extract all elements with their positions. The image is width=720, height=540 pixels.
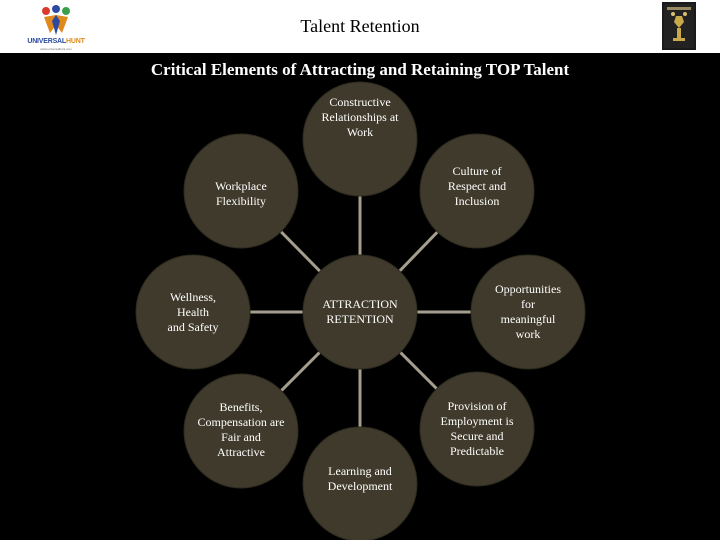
node-label-provision-line: Provision of bbox=[447, 399, 507, 413]
node-label-opportunities-line: work bbox=[515, 327, 541, 341]
diagram-subtitle: Critical Elements of Attracting and Reta… bbox=[150, 60, 570, 79]
node-label-benefits-line: Attractive bbox=[217, 445, 265, 459]
node-label-learning-line: Learning and bbox=[328, 464, 392, 478]
node-circle-benefits bbox=[183, 373, 299, 489]
node-label-opportunities-line: meaningful bbox=[500, 312, 556, 326]
node-label-culture-line: Respect and bbox=[447, 178, 507, 193]
node-label-learning-line: Development bbox=[327, 479, 393, 493]
node-circle-learning bbox=[302, 426, 418, 540]
node-label-provision-line: Secure and bbox=[450, 429, 504, 443]
node-label-wellness-line: Health bbox=[176, 304, 209, 319]
node-circle-wellness bbox=[135, 254, 251, 370]
node-circle-workplace bbox=[183, 133, 299, 249]
node-label-provision-line: Employment is bbox=[440, 414, 514, 428]
node-label-provision-line: Predictable bbox=[450, 444, 504, 458]
center-node-label-line: RETENTION bbox=[326, 312, 394, 326]
node-circle-provision bbox=[419, 371, 535, 487]
center-node-label-line: ATTRACTION bbox=[322, 297, 398, 311]
node-label-opportunities-line: for bbox=[521, 297, 535, 311]
center-circle bbox=[302, 254, 418, 370]
node-label-culture-line: Inclusion bbox=[454, 193, 500, 208]
book-cover-icon bbox=[662, 2, 696, 50]
universal-hunt-logo: UNIVERSALHUNT www.universalhunt.com bbox=[22, 3, 90, 51]
node-label-wellness-line: Wellness, bbox=[169, 289, 216, 304]
page-title: Talent Retention bbox=[300, 16, 420, 36]
node-label-wellness-line: and Safety bbox=[167, 319, 219, 334]
node-label-constructive-line: Work bbox=[346, 124, 374, 139]
node-circle-opportunities bbox=[470, 254, 586, 370]
node-circle-culture bbox=[419, 133, 535, 249]
header-bar: UNIVERSALHUNT www.universalhunt.com Tale… bbox=[0, 0, 720, 53]
logo-tagline: www.universalhunt.com bbox=[40, 47, 72, 51]
node-label-workplace-line: Workplace bbox=[215, 179, 267, 193]
node-label-opportunities-line: Opportunities bbox=[495, 282, 561, 296]
logo-figure-icon bbox=[42, 5, 70, 35]
node-label-workplace-line: Flexibility bbox=[215, 194, 266, 208]
logo-brand-text: UNIVERSALHUNT bbox=[27, 38, 85, 45]
node-label-benefits-line: Fair and bbox=[221, 430, 261, 444]
node-label-benefits-line: Compensation are bbox=[197, 415, 285, 429]
node-circle-constructive bbox=[302, 81, 418, 197]
node-label-constructive-line: Constructive bbox=[329, 94, 391, 109]
node-label-constructive-line: Relationships at bbox=[321, 109, 399, 124]
node-label-culture-line: Culture of bbox=[452, 163, 502, 178]
node-label-benefits-line: Benefits, bbox=[219, 400, 263, 414]
